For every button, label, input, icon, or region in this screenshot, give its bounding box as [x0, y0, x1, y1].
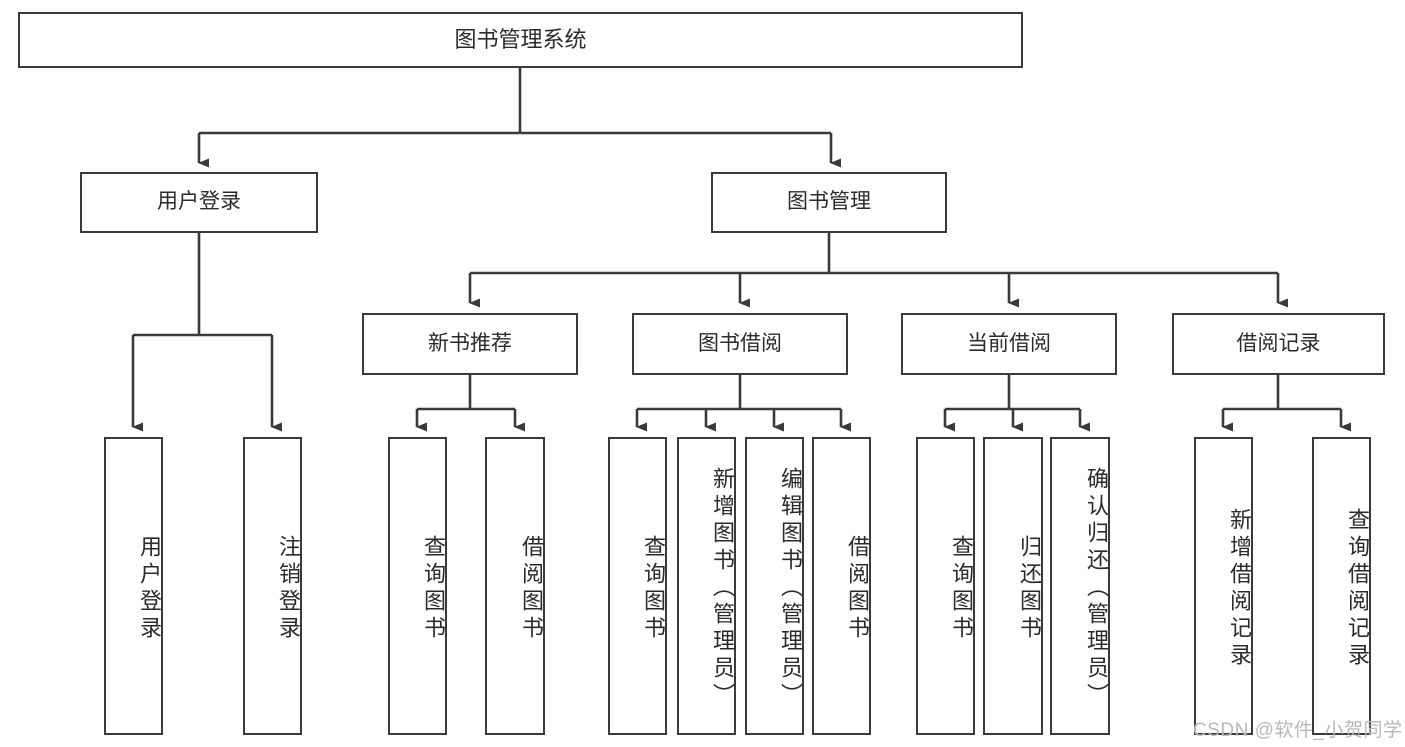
- node-user-login-label: 用户登录: [157, 190, 241, 214]
- node-root[interactable]: 图书管理系统: [18, 12, 1023, 68]
- leaf-user-login-label: 用户登录: [137, 535, 162, 643]
- node-book-borrow[interactable]: 图书借阅: [632, 313, 848, 375]
- leaf-query-book-borrow[interactable]: 查询图书: [608, 437, 667, 735]
- leaf-logout-label: 注销登录: [276, 535, 301, 643]
- node-book-management-label: 图书管理: [787, 190, 871, 214]
- leaf-query-book-current[interactable]: 查询图书: [916, 437, 975, 735]
- leaf-edit-book-admin[interactable]: 编辑图书（管理员）: [745, 437, 804, 735]
- leaf-add-borrow-record[interactable]: 新增借阅记录: [1194, 437, 1253, 735]
- leaf-borrow-book[interactable]: 借阅图书: [812, 437, 871, 735]
- leaf-query-borrow-record[interactable]: 查询借阅记录: [1312, 437, 1371, 735]
- leaf-edit-book-admin-label: 编辑图书（管理员）: [778, 466, 803, 710]
- leaf-confirm-return-admin-label: 确认归还（管理员）: [1084, 466, 1109, 710]
- leaf-return-book[interactable]: 归还图书: [983, 437, 1043, 735]
- leaf-add-book-admin[interactable]: 新增图书（管理员）: [677, 437, 736, 735]
- node-borrow-records[interactable]: 借阅记录: [1172, 313, 1385, 375]
- leaf-borrow-book-label: 借阅图书: [845, 535, 870, 643]
- leaf-return-book-label: 归还图书: [1017, 535, 1042, 643]
- leaf-add-borrow-record-label: 新增借阅记录: [1227, 508, 1252, 670]
- leaf-borrow-book-recommend-label: 借阅图书: [519, 535, 544, 643]
- node-current-borrow[interactable]: 当前借阅: [901, 313, 1117, 375]
- node-root-label: 图书管理系统: [454, 27, 587, 53]
- node-borrow-records-label: 借阅记录: [1236, 331, 1321, 355]
- leaf-logout[interactable]: 注销登录: [243, 437, 302, 735]
- watermark-label: CSDN @软件_小贺同学: [1193, 720, 1403, 741]
- leaf-query-book-recommend[interactable]: 查询图书: [388, 437, 447, 735]
- node-new-book-recommend-label: 新书推荐: [428, 331, 512, 355]
- leaf-query-book-borrow-label: 查询图书: [641, 535, 666, 643]
- leaf-query-book-recommend-label: 查询图书: [421, 535, 446, 643]
- node-new-book-recommend[interactable]: 新书推荐: [362, 313, 578, 375]
- leaf-query-borrow-record-label: 查询借阅记录: [1345, 508, 1370, 670]
- node-book-management[interactable]: 图书管理: [711, 172, 947, 233]
- leaf-confirm-return-admin[interactable]: 确认归还（管理员）: [1050, 437, 1110, 735]
- node-user-login[interactable]: 用户登录: [80, 172, 318, 233]
- node-book-borrow-label: 图书借阅: [698, 331, 782, 355]
- leaf-query-book-current-label: 查询图书: [949, 535, 974, 643]
- leaf-borrow-book-recommend[interactable]: 借阅图书: [485, 437, 545, 735]
- leaf-add-book-admin-label: 新增图书（管理员）: [710, 466, 735, 710]
- leaf-user-login[interactable]: 用户登录: [104, 437, 163, 735]
- node-current-borrow-label: 当前借阅: [967, 331, 1051, 355]
